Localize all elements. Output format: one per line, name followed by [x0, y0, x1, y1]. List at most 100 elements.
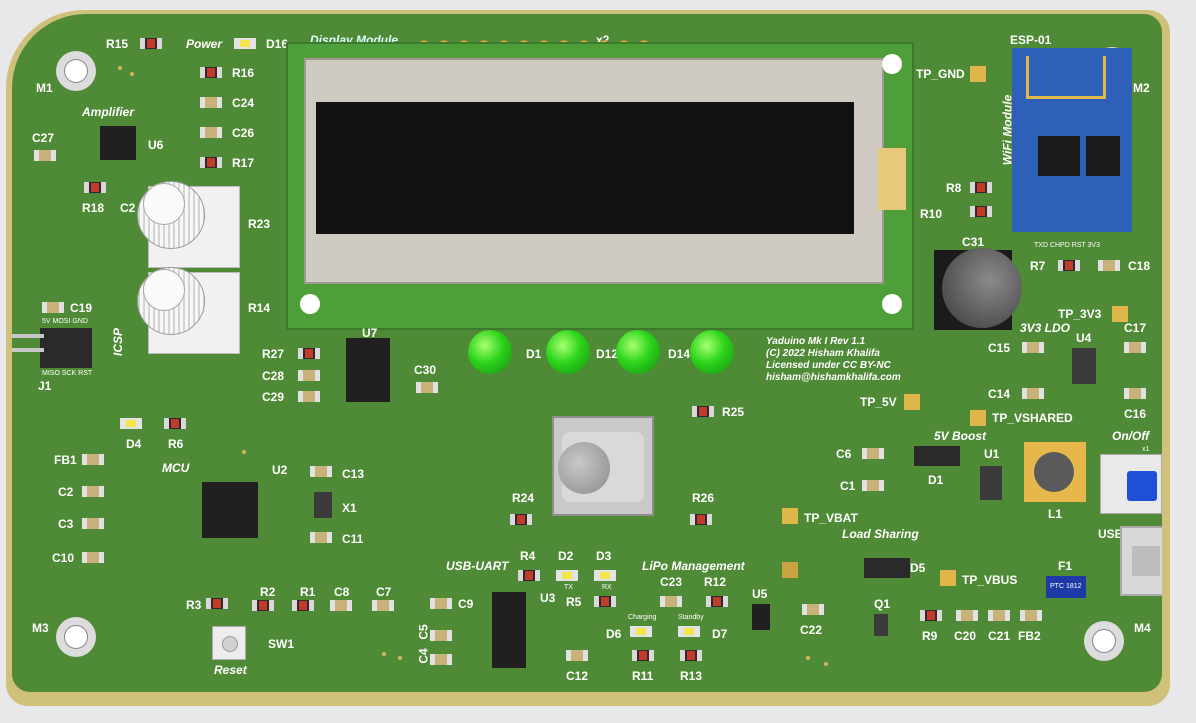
label-c10: C10 [52, 551, 75, 565]
label-c9: C9 [458, 597, 474, 611]
capacitor-c28 [298, 370, 320, 381]
crystal-x1 [314, 492, 332, 518]
ic-u3-usb-uart [492, 592, 526, 668]
capacitor-c1 [862, 480, 884, 491]
label-tp-vbat: TP_VBAT [804, 511, 858, 525]
label-r25: R25 [722, 405, 745, 419]
inductor-l1 [1024, 442, 1086, 502]
label-q1: Q1 [874, 597, 891, 611]
label-c2: C2 [58, 485, 74, 499]
label-d2: D2 [558, 549, 574, 563]
label-power: Power [186, 37, 223, 51]
reset-button-sw1[interactable] [212, 626, 246, 660]
resistor-r5 [594, 596, 616, 607]
label-c28: C28 [262, 369, 285, 383]
capacitor-c21 [988, 610, 1010, 621]
label-lipo: LiPo Management [642, 559, 745, 573]
led-d3-rx [594, 570, 616, 581]
led-green-1 [468, 330, 512, 374]
label-amplifier: Amplifier [82, 105, 135, 119]
resistor-r18 [84, 182, 106, 193]
led-green-3 [616, 330, 660, 374]
label-r5: R5 [566, 595, 582, 609]
capacitor-c22 [802, 604, 824, 615]
label-r4: R4 [520, 549, 536, 563]
resistor-r17 [200, 157, 222, 168]
potentiometer-r23[interactable] [137, 181, 240, 268]
label-tp-vbus: TP_VBUS [962, 573, 1018, 587]
resistor-r25 [692, 406, 714, 417]
label-d6: D6 [606, 627, 622, 641]
rotary-encoder[interactable] [552, 416, 654, 516]
mount-hole-m1 [56, 51, 96, 91]
label-m2: M2 [1133, 81, 1150, 95]
label-c20: C20 [954, 629, 977, 643]
label-r17: R17 [232, 156, 255, 170]
ic-u4-ldo [1072, 348, 1096, 384]
info-line-1: Yaduino Mk I Rev 1.1 [766, 336, 866, 347]
label-fb1: FB1 [54, 453, 77, 467]
transistor-q1 [874, 614, 888, 636]
switch-on-off[interactable] [1100, 454, 1162, 514]
via [130, 72, 134, 76]
resistor-r1 [292, 600, 314, 611]
label-tp-gnd: TP_GND [916, 67, 965, 81]
ferrite-fb2 [1020, 610, 1042, 621]
resistor-r9 [920, 610, 942, 621]
label-c6: C6 [836, 447, 852, 461]
ic-u7 [346, 338, 390, 402]
label-r26: R26 [692, 491, 715, 505]
led-power [234, 38, 256, 49]
label-standby: Standby [678, 614, 704, 621]
label-c29: C29 [262, 390, 285, 404]
header-icsp [40, 328, 92, 368]
label-r10: R10 [920, 207, 943, 221]
fuse-text: PTC 1812 [1050, 583, 1082, 590]
info-line-3: Licensed under CC BY-NC [766, 360, 891, 371]
label-c24: C24 [232, 96, 255, 110]
info-line-2: (C) 2022 Hisham Khalifa [766, 348, 880, 359]
label-u6: U6 [148, 138, 164, 152]
resistor-r13 [680, 650, 702, 661]
label-icsp: ICSP [111, 327, 126, 357]
lcd-mount-hole [882, 54, 902, 74]
resistor-r2 [252, 600, 274, 611]
label-d1: D1 [928, 473, 944, 487]
mount-hole-m3 [56, 617, 96, 657]
resistor-r3 [206, 598, 228, 609]
label-mcu: MCU [162, 461, 190, 475]
capacitor-c6 [862, 448, 884, 459]
label-tp-vshared: TP_VSHARED [992, 411, 1073, 425]
label-wifi: WiFi Module [1000, 94, 1015, 166]
label-u2: U2 [272, 463, 288, 477]
resistor-r6 [164, 418, 186, 429]
via [382, 652, 386, 656]
capacitor-c23 [660, 596, 682, 607]
via [806, 656, 810, 660]
capacitor-c10 [82, 552, 104, 563]
usb-connector[interactable] [1120, 526, 1162, 596]
info-line-4: hisham@hishamkhalifa.com [766, 372, 901, 383]
info-block: Yaduino Mk I Rev 1.1 (C) 2022 Hisham Kha… [766, 336, 901, 384]
label-c23: C23 [660, 575, 683, 589]
ic-u6 [100, 126, 136, 160]
label-c31: C31 [962, 235, 985, 249]
potentiometer-r14[interactable] [137, 267, 240, 354]
label-c3: C3 [58, 517, 74, 531]
label-c7: C7 [376, 585, 392, 599]
lcd-mount-hole [300, 294, 320, 314]
label-c19: C19 [70, 301, 93, 315]
testpoint-gnd [970, 66, 986, 82]
label-onoff: On/Off [1112, 429, 1150, 443]
lcd-mount-hole [882, 294, 902, 314]
label-c5: C5 [416, 624, 431, 640]
ic-u1-boost [980, 466, 1002, 500]
label-r7: R7 [1030, 259, 1046, 273]
resistor-r27 [298, 348, 320, 359]
label-fb2: FB2 [1018, 629, 1041, 643]
label-d16: D16 [266, 37, 289, 51]
icsp-pin [12, 348, 44, 352]
esp-pins: TXD CHPD RST 3V3 [1034, 242, 1100, 249]
capacitor-c3 [82, 518, 104, 529]
label-c12: C12 [566, 669, 589, 683]
